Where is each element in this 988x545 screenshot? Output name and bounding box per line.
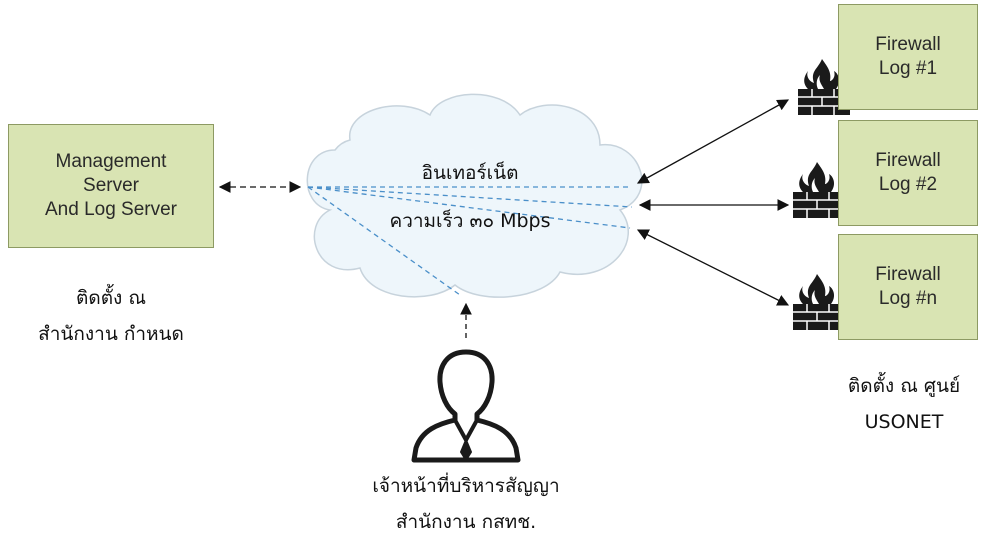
- internet-cloud: [306, 93, 643, 298]
- firewall-box-line: Firewall: [875, 34, 941, 55]
- cloud-speed: ความเร็ว ๓๐ Mbps: [389, 210, 551, 232]
- management-caption: ติดตั้ง ณ สำนักงาน กำหนด: [8, 280, 214, 352]
- firewall-box-line: Firewall: [875, 264, 941, 285]
- user-icon: [411, 349, 521, 463]
- firewall-log-box-1: Firewall Log #1: [838, 4, 978, 110]
- management-box-line: And Log Server: [44, 199, 178, 220]
- dashed-link-3: [307, 186, 631, 229]
- firewall-log-box-n: Firewall Log #n: [838, 234, 978, 340]
- management-caption-line: ติดตั้ง ณ: [76, 287, 146, 309]
- dashed-link-2: [307, 186, 633, 208]
- firewall-box-line: Log #1: [878, 58, 938, 79]
- management-caption-line: สำนักงาน กำหนด: [38, 323, 184, 345]
- management-server-box: Management Server And Log Server: [8, 124, 214, 248]
- cloud-title: อินเทอร์เน็ต: [421, 162, 519, 184]
- dashed-links: [307, 186, 633, 296]
- firewall-icon: [793, 162, 845, 218]
- firewall-log-box-2: Firewall Log #2: [838, 120, 978, 226]
- person-caption-line: เจ้าหน้าที่บริหารสัญญา: [372, 475, 560, 497]
- arrow-cloud-firewall-1: [636, 99, 790, 184]
- firewall-caption: ติดตั้ง ณ ศูนย์ USONET: [820, 368, 988, 440]
- management-box-line: Management: [55, 151, 167, 172]
- person-caption-line: สำนักงาน กสทช.: [395, 511, 537, 533]
- dashed-link-4: [307, 186, 461, 296]
- firewall-caption-line: USONET: [864, 411, 944, 433]
- firewall-box-line: Firewall: [875, 150, 941, 171]
- management-box-line: Server: [83, 175, 139, 196]
- arrow-cloud-firewall-n: [636, 229, 790, 306]
- firewall-box-line: Log #2: [878, 174, 938, 195]
- firewall-box-line: Log #n: [878, 288, 938, 309]
- firewall-icon: [793, 274, 845, 330]
- person-caption: เจ้าหน้าที่บริหารสัญญา สำนักงาน กสทช.: [316, 468, 616, 540]
- firewall-caption-line: ติดตั้ง ณ ศูนย์: [847, 375, 961, 397]
